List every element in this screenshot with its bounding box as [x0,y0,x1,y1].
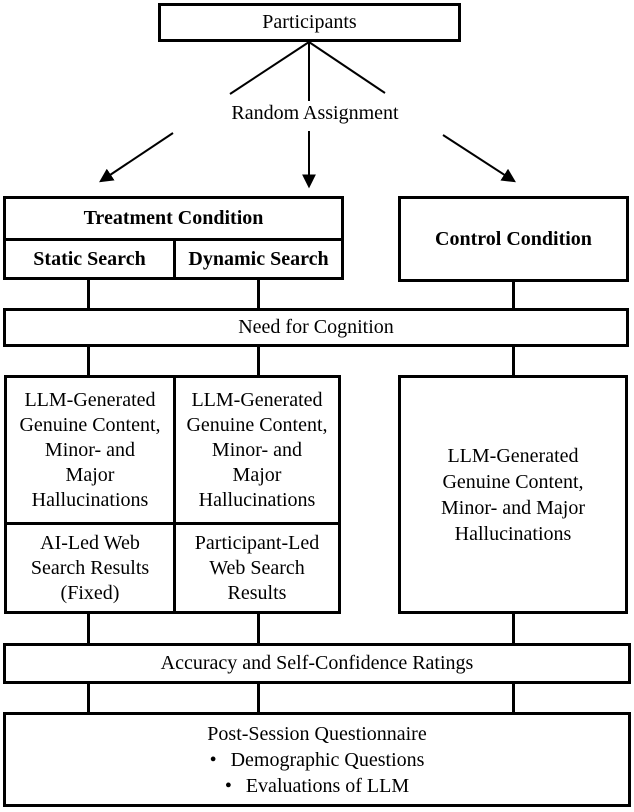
fan-lines [229,41,386,101]
arrow-to-static-icon [99,132,174,183]
text-line: Major [232,463,282,486]
treatment-stimuli-table: LLM-Generated Genuine Content, Minor- an… [4,375,341,614]
bullet-item: • Evaluations of LLM [225,773,409,799]
control-title: Control Condition [435,227,592,250]
text-line: (Fixed) [60,581,120,604]
fan-line-right [308,41,386,94]
text-line: LLM-Generated [24,388,156,411]
text-line: Genuine Content, [19,413,161,436]
post-session-title: Post-Session Questionnaire [207,722,427,745]
participant-led-search-box: Participant-Led Web Search Results [173,522,338,611]
bullet-label: Evaluations of LLM [245,774,410,797]
ai-led-search-box: AI-Led Web Search Results (Fixed) [7,522,173,611]
text-line: Hallucinations [454,522,572,545]
dynamic-search-cell: Dynamic Search [173,241,341,277]
participants-box: Participants [158,3,461,42]
treatment-grid: Treatment Condition Static Search Dynami… [6,199,341,277]
text-line: Minor- and [44,438,136,461]
dynamic-stimuli-box: LLM-Generated Genuine Content, Minor- an… [173,378,338,522]
need-for-cognition-label: Need for Cognition [238,316,394,338]
bullet-icon: • [224,774,232,797]
text-line: Major [65,463,115,486]
text-line: Minor- and [211,438,303,461]
text-line: Hallucinations [198,488,316,511]
text-line: Genuine Content, [186,413,328,436]
bullet-icon: • [209,748,217,771]
text-line: Search Results [30,556,150,579]
text-line: Hallucinations [31,488,149,511]
treatment-condition-box: Treatment Condition Static Search Dynami… [3,196,344,280]
static-search-cell: Static Search [33,247,146,270]
assignment-arrows [99,131,516,189]
post-session-box: Post-Session Questionnaire • Demographic… [3,712,631,807]
text-line: Web Search [209,556,305,579]
control-stimuli-box: LLM-Generated Genuine Content, Minor- an… [398,375,628,614]
text-line: Minor- and Major [440,496,585,519]
text-line: Participant-Led [194,531,320,554]
fan-line-left [229,41,310,95]
need-for-cognition-bar: Need for Cognition [3,308,629,347]
static-stimuli-box: LLM-Generated Genuine Content, Minor- an… [7,378,173,522]
text-line: LLM-Generated [191,388,323,411]
stimuli-grid: LLM-Generated Genuine Content, Minor- an… [7,378,338,611]
text-line: AI-Led Web [40,531,140,554]
accuracy-ratings-bar: Accuracy and Self-Confidence Ratings [3,643,631,684]
text-line: Genuine Content, [442,470,584,493]
random-assignment-label: Random Assignment [231,102,399,124]
text-line: LLM-Generated [447,444,579,467]
text-line: Results [227,581,287,604]
participants-label: Participants [262,11,357,33]
treatment-title: Treatment Condition [83,207,264,229]
bullet-item: • Demographic Questions [210,747,425,773]
arrow-to-control-icon [442,134,516,183]
bullet-label: Demographic Questions [230,748,425,771]
accuracy-ratings-label: Accuracy and Self-Confidence Ratings [160,652,474,674]
treatment-subrow: Static Search Dynamic Search [6,238,341,277]
control-condition-box: Control Condition [398,196,629,282]
